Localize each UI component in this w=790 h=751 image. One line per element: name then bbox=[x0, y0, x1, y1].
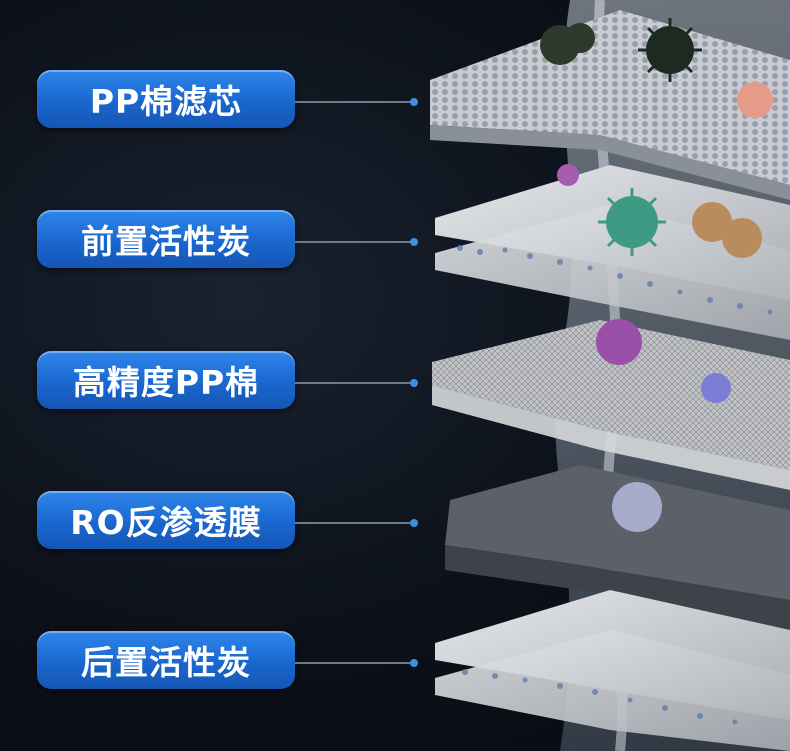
virus-icon bbox=[557, 164, 579, 186]
leader-dot-5 bbox=[410, 659, 418, 667]
virus-icon bbox=[596, 319, 642, 365]
bacteria-icon bbox=[540, 23, 595, 65]
leader-dot-3 bbox=[410, 379, 418, 387]
leader-line-5 bbox=[295, 662, 413, 664]
leader-dot-1 bbox=[410, 98, 418, 106]
label-pre-carbon: 前置活性炭 bbox=[37, 210, 295, 268]
label-pp-cotton-filter: PP棉滤芯 bbox=[37, 70, 295, 128]
leader-line-1 bbox=[295, 101, 413, 103]
virus-icon bbox=[638, 18, 702, 82]
layer-pp-cotton bbox=[430, 10, 790, 185]
virus-icon bbox=[612, 482, 662, 532]
layer-high-precision-pp bbox=[432, 320, 790, 470]
virus-icon bbox=[737, 82, 773, 118]
label-post-carbon: 后置活性炭 bbox=[37, 631, 295, 689]
filter-layers-illustration bbox=[430, 0, 790, 751]
leader-line-4 bbox=[295, 522, 413, 524]
virus-icon bbox=[598, 188, 666, 256]
bacteria-icon bbox=[692, 202, 762, 258]
virus-icon bbox=[701, 373, 731, 403]
leader-line-3 bbox=[295, 382, 413, 384]
leader-dot-2 bbox=[410, 238, 418, 246]
label-high-precision-pp: 高精度PP棉 bbox=[37, 351, 295, 409]
leader-dot-4 bbox=[410, 519, 418, 527]
label-ro-membrane: RO反渗透膜 bbox=[37, 491, 295, 549]
leader-line-2 bbox=[295, 241, 413, 243]
layer-post-carbon-bottom bbox=[435, 630, 790, 751]
layer-ro-membrane bbox=[445, 465, 790, 600]
